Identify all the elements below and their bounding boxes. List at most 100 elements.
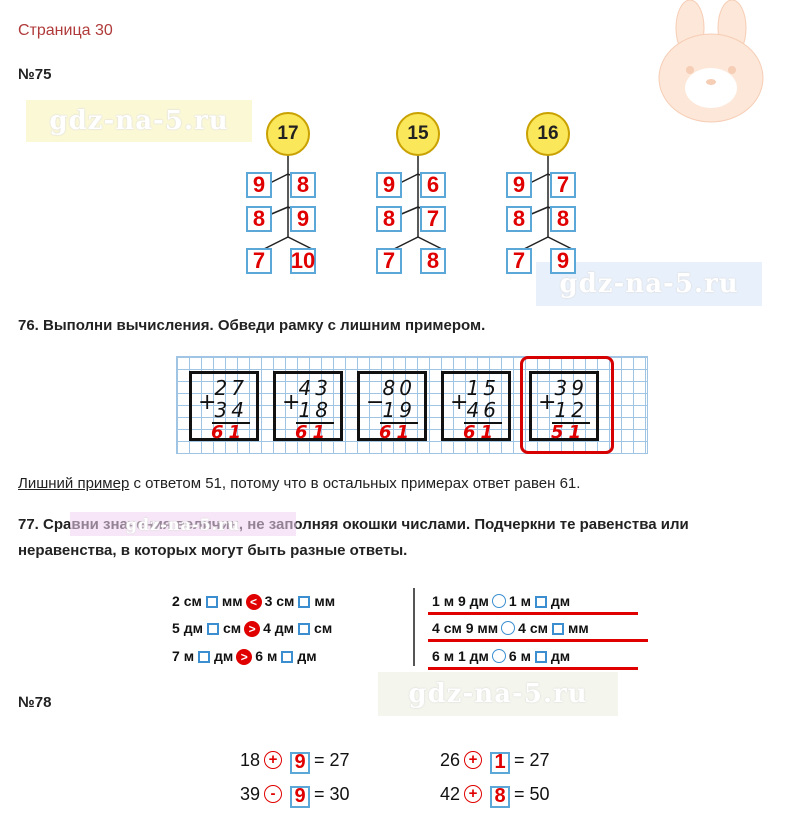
- equation-answer-box: 1: [490, 751, 511, 774]
- tree-box-right: 9: [550, 248, 576, 274]
- equation-result: = 50: [514, 784, 550, 804]
- compare-number: 1: [508, 593, 517, 609]
- compare-sign: >: [244, 621, 261, 637]
- compare-number: 6: [255, 648, 264, 664]
- example-operator: +: [282, 390, 301, 415]
- example-sum-line: [380, 422, 418, 424]
- equation-operator: +: [264, 750, 283, 769]
- example-answer: 61: [210, 422, 246, 443]
- compare-unit: см: [183, 593, 202, 609]
- compare-number: 5: [172, 620, 180, 636]
- compare-number: 1: [457, 648, 466, 664]
- compare-unit: см: [222, 620, 242, 636]
- compare-number: 4: [518, 620, 526, 636]
- task76-header: 76. Выполни вычисления. Обведи рамку с л…: [18, 317, 486, 334]
- empty-circle-icon: [491, 649, 506, 663]
- equation: 39-9= 30: [240, 784, 350, 808]
- tree-top-number: 16: [526, 112, 570, 156]
- empty-box-icon: [534, 651, 547, 663]
- empty-box-icon: [551, 623, 564, 635]
- empty-box-icon: [281, 651, 294, 663]
- tree-box-right: 8: [420, 248, 446, 274]
- tree-box-right: 10: [290, 248, 316, 274]
- example-sum-line: [464, 422, 502, 424]
- tree-box-right: 8: [550, 206, 576, 232]
- page-title: Страница 30: [18, 22, 113, 39]
- compare-unit: мм: [314, 593, 336, 609]
- empty-circle-icon: [501, 621, 516, 635]
- example-top-number: 43: [298, 376, 332, 400]
- compare-unit: дм: [214, 648, 234, 664]
- compare-unit: мм: [477, 620, 499, 636]
- equation: 42+8= 50: [440, 784, 550, 808]
- underline-mark: [428, 667, 638, 670]
- example-answer: 61: [462, 422, 498, 443]
- compare-unit: см: [314, 620, 333, 636]
- equation-result: = 27: [514, 750, 550, 770]
- tree-box-left: 9: [376, 172, 402, 198]
- underline-mark: [428, 612, 638, 615]
- example-sum-line: [212, 422, 250, 424]
- tree-top-number: 17: [266, 112, 310, 156]
- compare-unit: мм: [221, 593, 243, 609]
- compare-number: 4: [263, 620, 271, 636]
- example-bottom-number: 18: [298, 398, 332, 422]
- compare-unit: м: [266, 648, 278, 664]
- compare-number: 7: [172, 648, 180, 664]
- equation-operator: +: [464, 750, 483, 769]
- compare-sign: <: [245, 594, 262, 610]
- tree-box-left: 9: [506, 172, 532, 198]
- example-top-number: 27: [214, 376, 248, 400]
- example-top-number: 39: [554, 376, 588, 400]
- task76-explanation: Лишний пример с ответом 51, потому что в…: [18, 475, 580, 492]
- tree-box-right: 7: [420, 206, 446, 232]
- compare-unit: см: [529, 620, 548, 636]
- equation-operand: 18: [240, 750, 261, 770]
- tree-box-right: 9: [290, 206, 316, 232]
- compare-unit: м: [183, 648, 195, 664]
- example-top-number: 15: [466, 376, 500, 400]
- compare-number: 9: [465, 620, 474, 636]
- tree-box-left: 7: [506, 248, 532, 274]
- compare-unit: дм: [297, 648, 317, 664]
- tree-box-right: 8: [290, 172, 316, 198]
- example-top-number: 80: [382, 376, 416, 400]
- empty-box-icon: [298, 623, 311, 635]
- compare-unit: дм: [274, 620, 295, 636]
- empty-box-icon: [205, 596, 218, 608]
- equation-answer-box: 9: [290, 785, 311, 808]
- example-answer: 61: [294, 422, 330, 443]
- equation-answer-box: 9: [290, 751, 311, 774]
- compare-number: 6: [432, 648, 440, 664]
- task77-header-line2: неравенства, в которых могут быть разные…: [18, 542, 408, 559]
- watermark-1: gdz-na-5.ru: [26, 100, 252, 142]
- example-bottom-number: 34: [214, 398, 248, 422]
- example-sum-line: [552, 422, 590, 424]
- compare-unit: дм: [469, 593, 489, 609]
- equation-answer-box: 8: [490, 785, 511, 808]
- example-sum-line: [296, 422, 334, 424]
- example-answer: 61: [378, 422, 414, 443]
- compare-unit: см: [276, 593, 295, 609]
- example-operator: −: [366, 390, 385, 415]
- example-bottom-number: 19: [382, 398, 416, 422]
- tree-box-left: 7: [246, 248, 272, 274]
- explanation-rest: с ответом 51, потому что в остальных при…: [129, 475, 581, 492]
- compare-number: 9: [457, 593, 466, 609]
- equation-operator: +: [464, 784, 483, 803]
- compare-sign: >: [236, 649, 253, 665]
- example-bottom-number: 46: [466, 398, 500, 422]
- compare-unit: см: [443, 620, 462, 636]
- watermark-4: gdz-na-5.ru: [378, 672, 618, 716]
- explanation-underlined: Лишний пример: [18, 475, 130, 492]
- equation: 26+1= 27: [440, 750, 550, 774]
- equation-operator: -: [264, 784, 283, 803]
- empty-box-icon: [534, 596, 547, 608]
